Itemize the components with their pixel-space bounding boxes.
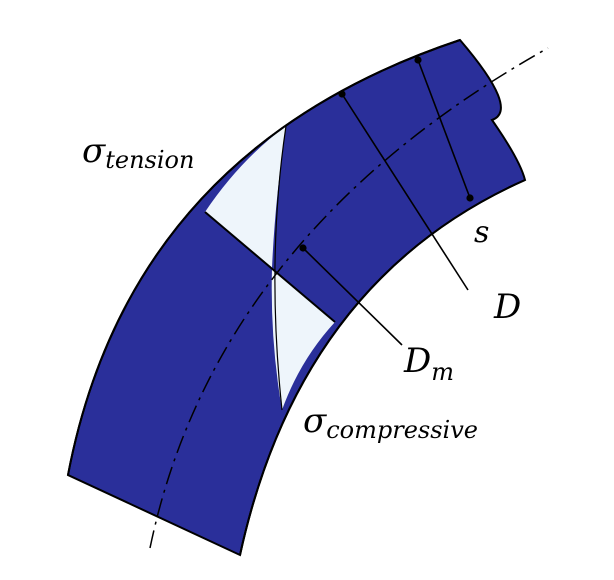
s-label: s	[474, 215, 489, 250]
compressive-label: σcompressive	[303, 401, 478, 444]
D-label: D	[493, 287, 521, 327]
Dm-dimension-line	[299, 244, 403, 346]
tension-label: σtension	[82, 131, 194, 174]
D-dimension-line	[338, 90, 469, 291]
centerline	[149, 47, 549, 549]
tension-region	[205, 126, 286, 268]
inner-edge	[239, 179, 526, 556]
compressive-region	[271, 268, 335, 410]
Dm-label: Dm	[403, 341, 454, 386]
stress-distribution-curve	[274, 125, 287, 411]
stress-boundary-line	[204, 211, 336, 323]
outer-edge	[67, 39, 461, 476]
s-dimension-line	[414, 56, 474, 202]
